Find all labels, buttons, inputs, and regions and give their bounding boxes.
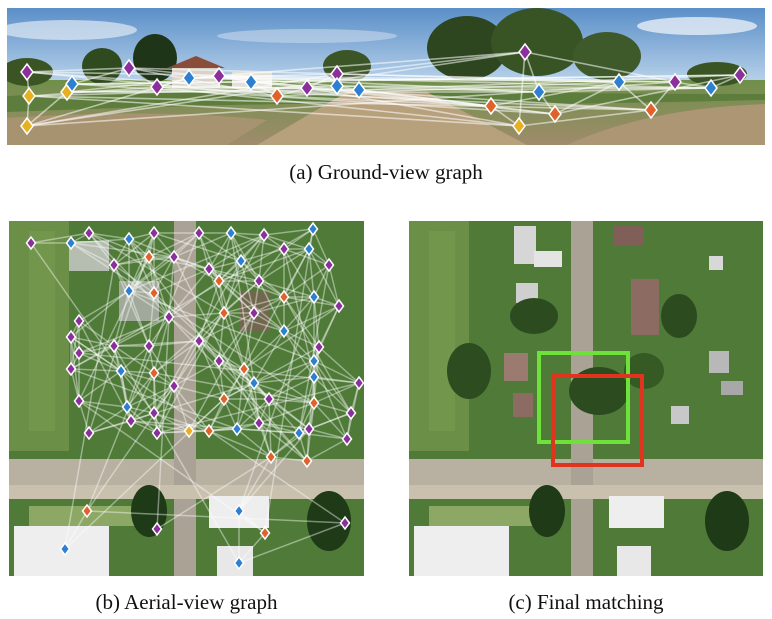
final-matching-map [409,221,763,576]
caption-final-matching: (c) Final matching [409,590,763,615]
ground-view-panorama [7,8,765,145]
aerial-view-graph-panel [9,221,364,576]
aerial-view-map [9,221,364,576]
caption-ground-view-graph: (a) Ground-view graph [0,160,772,185]
final-matching-panel [409,221,763,576]
ground-view-graph-panel [7,8,765,145]
caption-aerial-view-graph: (b) Aerial-view graph [9,590,364,615]
